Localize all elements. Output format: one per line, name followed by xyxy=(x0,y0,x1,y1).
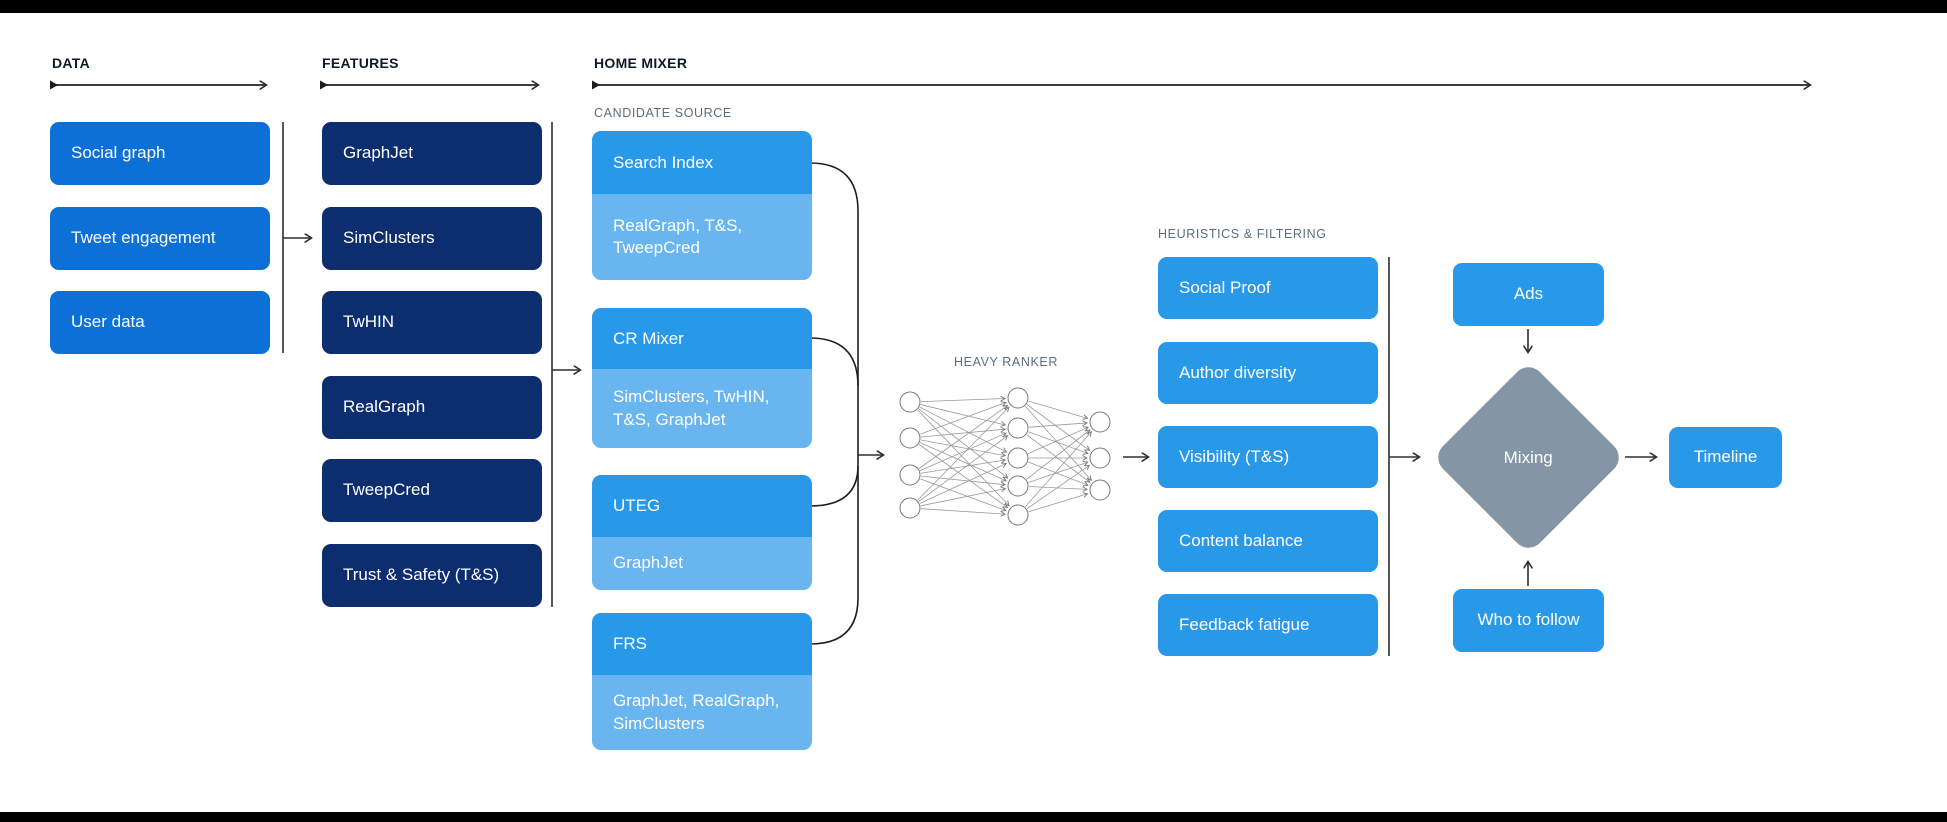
candidate-uses: SimClusters, TwHIN, T&S, GraphJet xyxy=(592,369,812,448)
box-label: Who to follow xyxy=(1477,610,1580,630)
candidate-uses: RealGraph, T&S, TweepCred xyxy=(592,194,812,280)
section-arrow-start-markers xyxy=(50,80,600,90)
box-sublabel: SimClusters, TwHIN, T&S, GraphJet xyxy=(613,387,770,429)
heuristic-box-author-diversity: Author diversity xyxy=(1158,342,1378,404)
box-label: Content balance xyxy=(1179,530,1303,550)
section-header-data: DATA xyxy=(52,55,91,71)
box-label: Feedback fatigue xyxy=(1179,614,1310,634)
merge-connectors xyxy=(809,162,859,645)
feature-box-tweepcred: TweepCred xyxy=(322,459,542,522)
box-label: TwHIN xyxy=(343,312,394,332)
box-label: Trust & Safety (T&S) xyxy=(343,565,500,585)
box-label: SimClusters xyxy=(343,228,435,248)
box-label: Ads xyxy=(1513,284,1544,304)
box-sublabel: RealGraph, T&S, TweepCred xyxy=(613,215,743,257)
data-box-tweet-engagement: Tweet engagement xyxy=(50,207,270,270)
ads-box: Ads xyxy=(1453,263,1604,326)
candidate-name: FRS xyxy=(592,613,812,675)
timeline-box: Timeline xyxy=(1669,427,1782,488)
neural-network-illustration xyxy=(899,387,1111,526)
candidate-box-search-index: Search Index RealGraph, T&S, TweepCred xyxy=(592,131,812,280)
box-label: TweepCred xyxy=(343,480,430,500)
heuristic-box-social-proof: Social Proof xyxy=(1158,257,1378,319)
who-to-follow-box: Who to follow xyxy=(1453,589,1604,652)
data-box-social-graph: Social graph xyxy=(50,122,270,185)
candidate-name: UTEG xyxy=(592,475,812,537)
box-label: Search Index xyxy=(613,152,714,172)
box-label: Visibility (T&S) xyxy=(1179,446,1290,466)
candidate-uses: GraphJet xyxy=(592,537,812,590)
feature-box-realgraph: RealGraph xyxy=(322,376,542,439)
data-box-user-data: User data xyxy=(50,291,270,354)
top-black-bar xyxy=(0,0,1947,13)
box-label: Mixing xyxy=(1503,447,1554,467)
candidate-uses: GraphJet, RealGraph, SimClusters xyxy=(592,675,812,750)
box-label: User data xyxy=(71,312,145,332)
feature-box-graphjet: GraphJet xyxy=(322,122,542,185)
subheader-heuristics-filtering: HEURISTICS & FILTERING xyxy=(1158,227,1327,241)
box-sublabel: GraphJet, RealGraph, SimClusters xyxy=(613,691,780,733)
box-label: UTEG xyxy=(613,496,661,515)
box-label: Social Proof xyxy=(1179,277,1271,297)
mixing-diamond: Mixing xyxy=(1431,360,1626,555)
feature-box-trust-safety: Trust & Safety (T&S) xyxy=(322,544,542,607)
candidate-name: CR Mixer xyxy=(592,308,812,369)
candidate-name: Search Index xyxy=(592,131,812,194)
feature-box-twhin: TwHIN xyxy=(322,291,542,354)
heuristic-box-content-balance: Content balance xyxy=(1158,510,1378,572)
box-label: Author diversity xyxy=(1179,362,1297,382)
candidate-box-frs: FRS GraphJet, RealGraph, SimClusters xyxy=(592,613,812,750)
section-header-features: FEATURES xyxy=(322,55,399,71)
box-label: GraphJet xyxy=(343,143,413,163)
section-header-home-mixer: HOME MIXER xyxy=(594,55,688,71)
box-label: Tweet engagement xyxy=(71,228,216,248)
box-sublabel: GraphJet xyxy=(613,553,683,573)
subheader-heavy-ranker: HEAVY RANKER xyxy=(954,355,1058,369)
subheader-candidate-source: CANDIDATE SOURCE xyxy=(594,106,732,120)
box-label: Timeline xyxy=(1693,447,1758,467)
box-label: Social graph xyxy=(71,143,166,163)
candidate-box-uteg: UTEG GraphJet xyxy=(592,475,812,590)
box-label: FRS xyxy=(613,634,647,653)
heuristic-box-visibility: Visibility (T&S) xyxy=(1158,426,1378,488)
heuristic-box-feedback-fatigue: Feedback fatigue xyxy=(1158,594,1378,656)
feature-box-simclusters: SimClusters xyxy=(322,207,542,270)
box-label: RealGraph xyxy=(343,397,426,417)
bottom-black-bar xyxy=(0,812,1947,822)
box-label: CR Mixer xyxy=(613,328,684,348)
candidate-box-cr-mixer: CR Mixer SimClusters, TwHIN, T&S, GraphJ… xyxy=(592,308,812,448)
